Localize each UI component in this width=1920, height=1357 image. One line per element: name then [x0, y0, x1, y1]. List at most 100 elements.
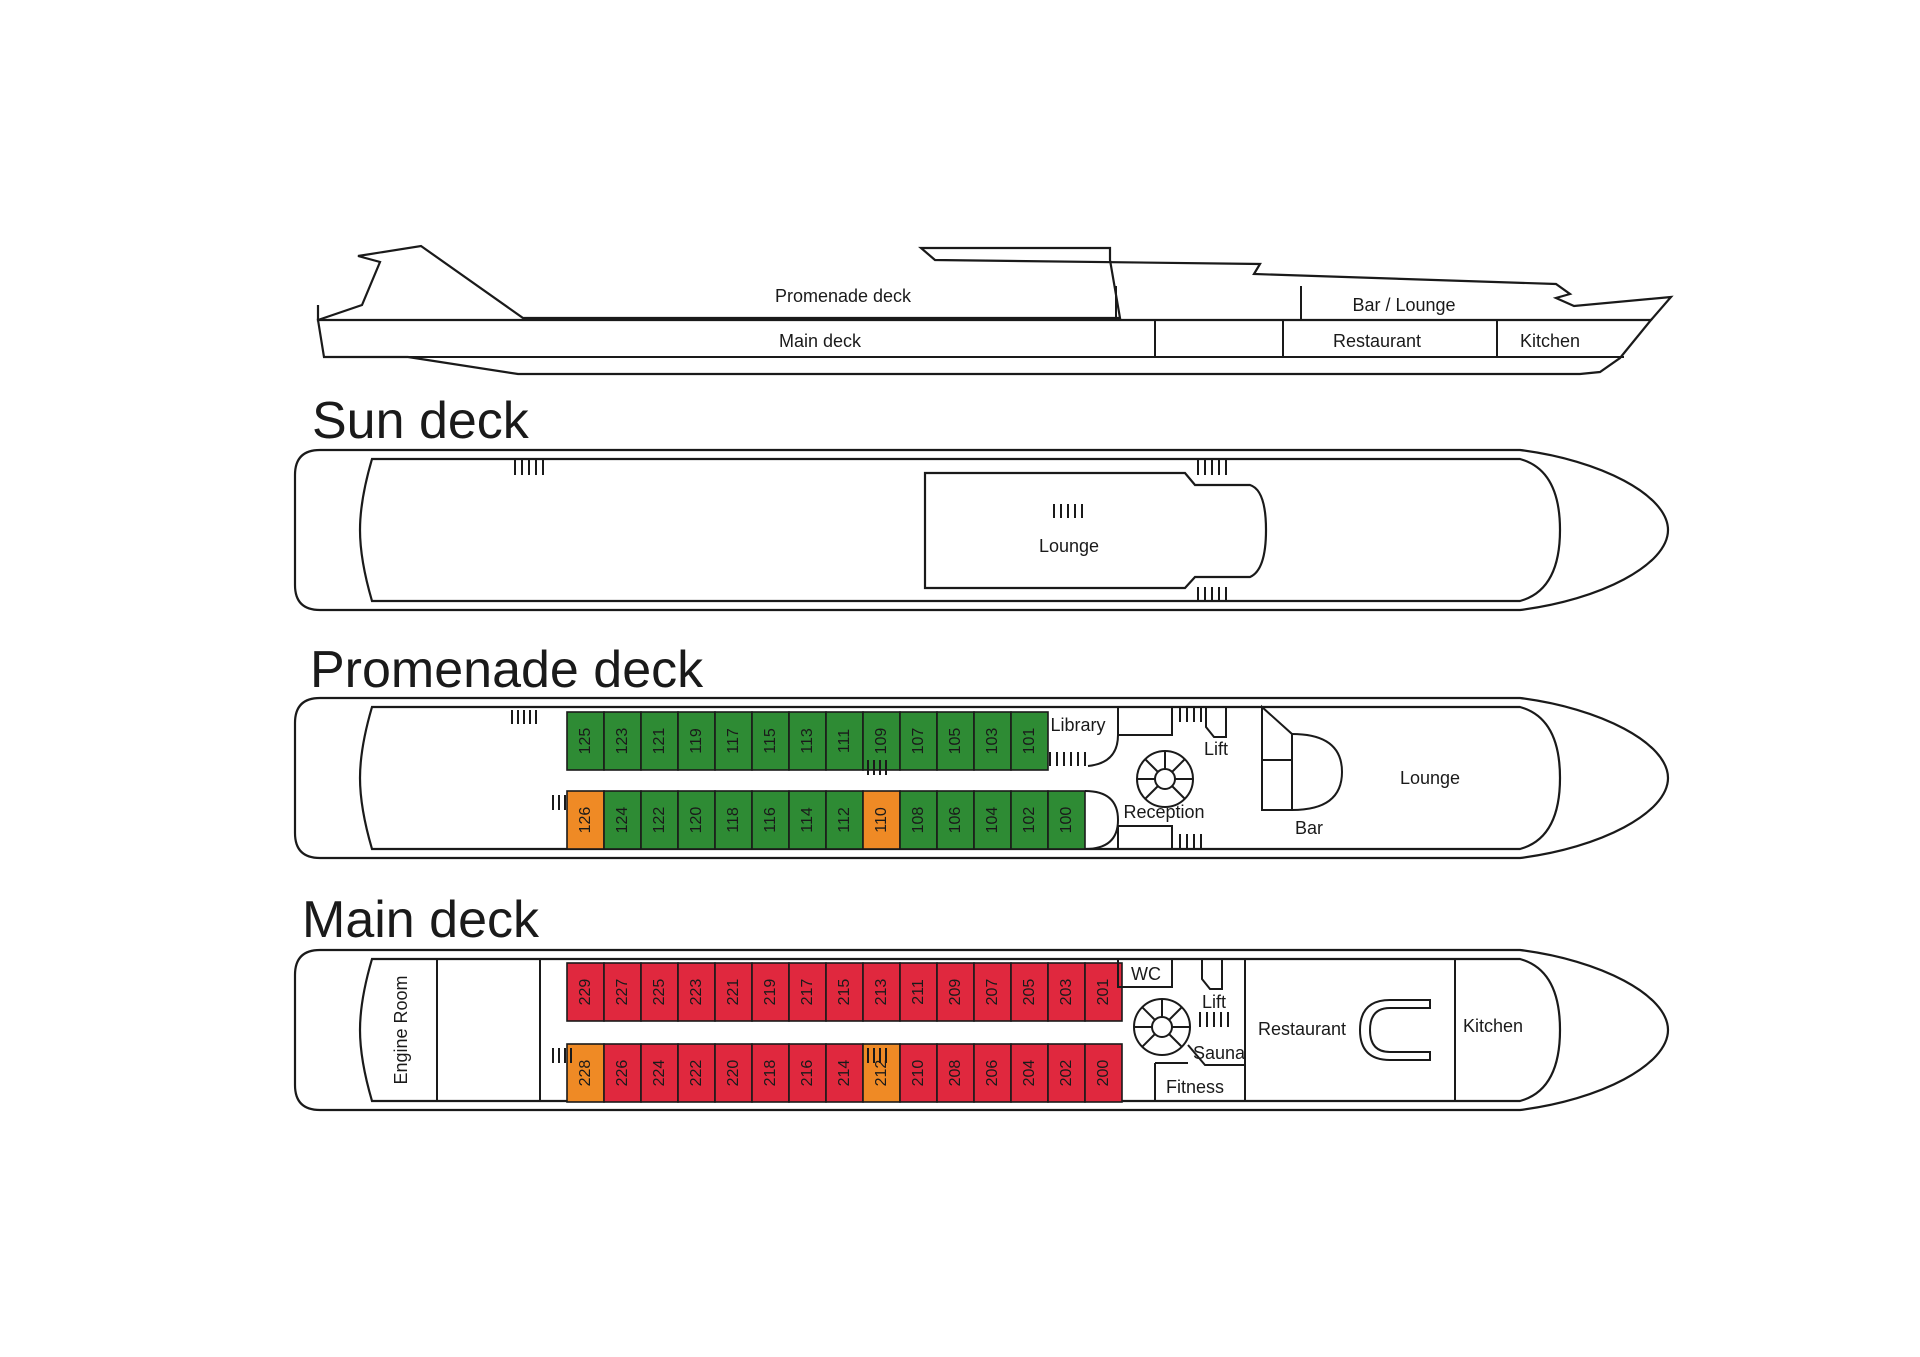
cabin-number: 223	[688, 979, 705, 1006]
cabin-210[interactable]: 210	[899, 1043, 938, 1103]
cabin-126[interactable]: 126	[566, 790, 605, 850]
cabin-202[interactable]: 202	[1047, 1043, 1086, 1103]
cabin-box	[677, 1043, 716, 1103]
cabin-105[interactable]: 105	[936, 711, 975, 771]
main-restaurant-counter	[1358, 999, 1431, 1061]
cabin-103[interactable]: 103	[973, 711, 1012, 771]
cabin-107[interactable]: 107	[899, 711, 938, 771]
cabin-204[interactable]: 204	[1010, 1043, 1049, 1103]
cabin-110[interactable]: 110	[862, 790, 901, 850]
cabin-218[interactable]: 218	[751, 1043, 790, 1103]
cabin-211[interactable]: 211	[899, 962, 938, 1022]
cabin-208[interactable]: 208	[936, 1043, 975, 1103]
promenade-stairs-upper	[1179, 707, 1202, 722]
cabin-113[interactable]: 113	[788, 711, 827, 771]
main-fitness-room	[1154, 1062, 1245, 1101]
cabin-number: 118	[725, 807, 742, 833]
cabin-number: 224	[651, 1060, 668, 1087]
promenade-stairs-aft	[511, 710, 537, 724]
cabin-123[interactable]: 123	[603, 711, 642, 771]
cabin-number: 227	[614, 979, 631, 1006]
cabin-224[interactable]: 224	[640, 1043, 679, 1103]
cabin-116[interactable]: 116	[751, 790, 790, 850]
main-stairs-cabin-212	[867, 1048, 887, 1063]
main-fitness-label: Fitness	[1166, 1077, 1224, 1097]
cabin-box	[899, 711, 938, 771]
sun-deck-title: Sun deck	[312, 392, 530, 450]
cabin-205[interactable]: 205	[1010, 962, 1049, 1022]
cabin-box	[640, 962, 679, 1022]
cabin-box	[751, 962, 790, 1022]
cabin-213[interactable]: 213	[862, 962, 901, 1022]
cabin-219[interactable]: 219	[751, 962, 790, 1022]
cabin-number: 214	[836, 1060, 853, 1087]
cabin-228[interactable]: 228	[566, 1043, 605, 1103]
cabin-box	[862, 1043, 901, 1103]
cabin-box	[899, 962, 938, 1022]
cabin-215[interactable]: 215	[825, 962, 864, 1022]
promenade-upper-service-room	[1117, 706, 1173, 736]
cabin-box	[1010, 962, 1049, 1022]
profile-upper-superstructure	[316, 244, 1674, 322]
cabin-106[interactable]: 106	[936, 790, 975, 850]
cabin-226[interactable]: 226	[603, 1043, 642, 1103]
cabin-100[interactable]: 100	[1047, 790, 1086, 850]
cabin-200[interactable]: 200	[1084, 1043, 1123, 1103]
cabin-122[interactable]: 122	[640, 790, 679, 850]
cabin-119[interactable]: 119	[677, 711, 716, 771]
cabin-number: 121	[651, 728, 668, 755]
cabin-box	[1047, 962, 1086, 1022]
cabin-222[interactable]: 222	[677, 1043, 716, 1103]
cabin-201[interactable]: 201	[1084, 962, 1123, 1022]
cabin-102[interactable]: 102	[1010, 790, 1049, 850]
cabin-221[interactable]: 221	[714, 962, 753, 1022]
cabin-229[interactable]: 229	[566, 962, 605, 1022]
cabin-120[interactable]: 120	[677, 790, 716, 850]
cabin-number: 104	[984, 807, 1001, 834]
cabin-112[interactable]: 112	[825, 790, 864, 850]
cabin-box	[1084, 962, 1123, 1022]
cabin-124[interactable]: 124	[603, 790, 642, 850]
cabin-number: 218	[762, 1060, 779, 1087]
cabin-227[interactable]: 227	[603, 962, 642, 1022]
cabin-117[interactable]: 117	[714, 711, 753, 771]
cabin-number: 216	[799, 1060, 816, 1087]
cabin-number: 126	[577, 807, 594, 834]
cabin-114[interactable]: 114	[788, 790, 827, 850]
cabin-number: 119	[688, 728, 705, 754]
promenade-stairs-lower	[1179, 834, 1202, 849]
cabin-number: 219	[762, 979, 779, 1006]
cabin-203[interactable]: 203	[1047, 962, 1086, 1022]
cabin-220[interactable]: 220	[714, 1043, 753, 1103]
cabin-214[interactable]: 214	[825, 1043, 864, 1103]
cabin-box	[788, 790, 827, 850]
cabin-125[interactable]: 125	[566, 711, 605, 771]
cabin-118[interactable]: 118	[714, 790, 753, 850]
cabin-225[interactable]: 225	[640, 962, 679, 1022]
profile-hull	[316, 318, 1654, 376]
cabin-101[interactable]: 101	[1010, 711, 1049, 771]
cabin-108[interactable]: 108	[899, 790, 938, 850]
promenade-lower-service-room	[1117, 825, 1173, 850]
main-deck-inner-deck	[358, 957, 1562, 1103]
cabin-223[interactable]: 223	[677, 962, 716, 1022]
cabin-number: 109	[873, 728, 890, 755]
cabin-217[interactable]: 217	[788, 962, 827, 1022]
cabin-206[interactable]: 206	[973, 1043, 1012, 1103]
cabin-number: 125	[577, 728, 594, 755]
cabin-121[interactable]: 121	[640, 711, 679, 771]
cabin-number: 220	[725, 1060, 742, 1087]
cabin-115[interactable]: 115	[751, 711, 790, 771]
cabin-207[interactable]: 207	[973, 962, 1012, 1022]
cabin-box	[677, 962, 716, 1022]
cabin-104[interactable]: 104	[973, 790, 1012, 850]
cabin-212[interactable]: 212	[862, 1043, 901, 1103]
cabin-216[interactable]: 216	[788, 1043, 827, 1103]
cabin-number: 124	[614, 807, 631, 834]
cabin-number: 201	[1095, 979, 1112, 1006]
cabin-209[interactable]: 209	[936, 962, 975, 1022]
main-kitchen-label: Kitchen	[1463, 1016, 1523, 1036]
cabin-111[interactable]: 111	[825, 711, 864, 771]
cabin-box	[936, 790, 975, 850]
